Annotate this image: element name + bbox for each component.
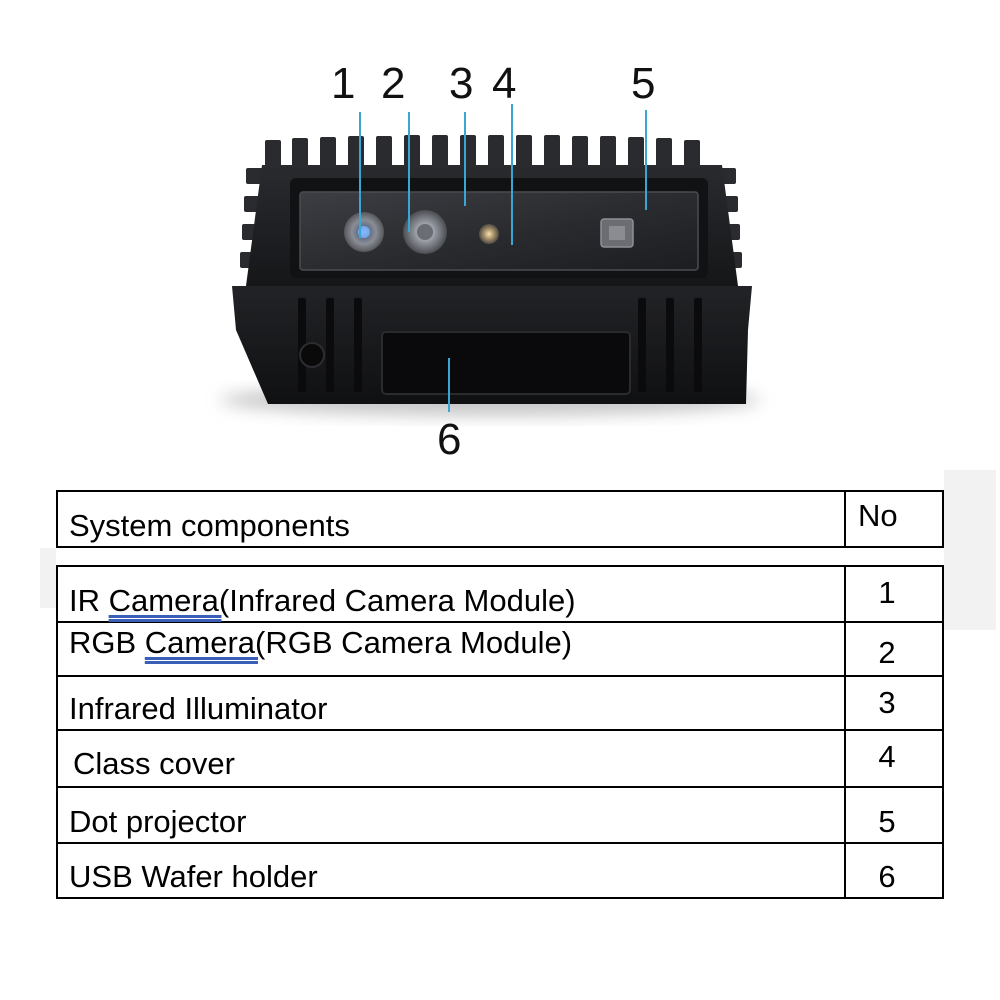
- table-row: Dot projector 5: [56, 786, 944, 844]
- component-prefix: IR: [69, 583, 109, 618]
- callout-number-3: 3: [449, 59, 474, 108]
- component-number-cell: 5: [844, 786, 944, 844]
- callout-number-4: 4: [492, 59, 517, 108]
- usb-wafer-holder-slot: [381, 331, 631, 395]
- component-rest: Class cover: [73, 746, 235, 781]
- component-cell: RGB Camera(RGB Camera Module): [56, 621, 846, 677]
- table-row: RGB Camera(RGB Camera Module) 2: [56, 621, 944, 677]
- component-number-cell: 1: [844, 565, 944, 623]
- component-number: 4: [878, 739, 896, 774]
- top-heatsink-fins: [265, 135, 700, 170]
- component-number-cell: 6: [844, 842, 944, 899]
- table-row: USB Wafer holder 6: [56, 842, 944, 899]
- glass-cover-panel: [299, 191, 699, 271]
- component-number: 5: [878, 804, 896, 839]
- component-rest: Dot projector: [69, 804, 247, 839]
- component-number: 6: [878, 859, 896, 894]
- camera-module-illustration: [220, 104, 760, 416]
- callout-lines: [359, 104, 647, 412]
- component-rest: Infrared Camera Module): [229, 583, 576, 618]
- component-number-cell: 4: [844, 729, 944, 788]
- component-number: 1: [878, 575, 896, 610]
- front-vertical-fins: [298, 298, 702, 392]
- component-cell: USB Wafer holder: [56, 842, 846, 899]
- infrared-illuminator: [479, 224, 499, 244]
- callout-number-2: 2: [381, 59, 406, 108]
- component-rest: Infrared Illuminator: [69, 691, 328, 726]
- component-prefix: RGB: [69, 625, 145, 660]
- component-cell: Class cover: [56, 729, 846, 788]
- component-number: 3: [878, 685, 896, 720]
- component-number-cell: 3: [844, 675, 944, 731]
- callout-number-6: 6: [437, 415, 462, 464]
- component-cell: Dot projector: [56, 786, 846, 844]
- table-row: IR Camera(Infrared Camera Module) 1: [56, 565, 944, 623]
- table-row: Class cover 4: [56, 729, 944, 788]
- left-shade-strip: [40, 548, 56, 608]
- header-no-label: No: [858, 498, 898, 533]
- components-header-table: System components No: [56, 490, 944, 548]
- component-number-cell: 2: [844, 621, 944, 677]
- header-system-components: System components: [56, 490, 846, 548]
- component-rest: USB Wafer holder: [69, 859, 318, 894]
- table-row: Infrared Illuminator 3: [56, 675, 944, 731]
- component-underlined: Camera(: [144, 625, 266, 660]
- header-component-label: System components: [69, 508, 350, 543]
- component-rest: RGB Camera Module): [265, 625, 573, 660]
- callout-number-5: 5: [631, 59, 656, 108]
- component-underlined: Camera(: [108, 583, 230, 618]
- components-table: IR Camera(Infrared Camera Module) 1 RGB …: [56, 565, 944, 899]
- component-cell: Infrared Illuminator: [56, 675, 846, 731]
- callout-number-1: 1: [331, 59, 356, 108]
- right-shade-strip: [944, 470, 996, 630]
- component-cell: IR Camera(Infrared Camera Module): [56, 565, 846, 623]
- screw-hole: [299, 342, 325, 368]
- component-number: 2: [878, 635, 896, 670]
- header-no: No: [844, 490, 944, 548]
